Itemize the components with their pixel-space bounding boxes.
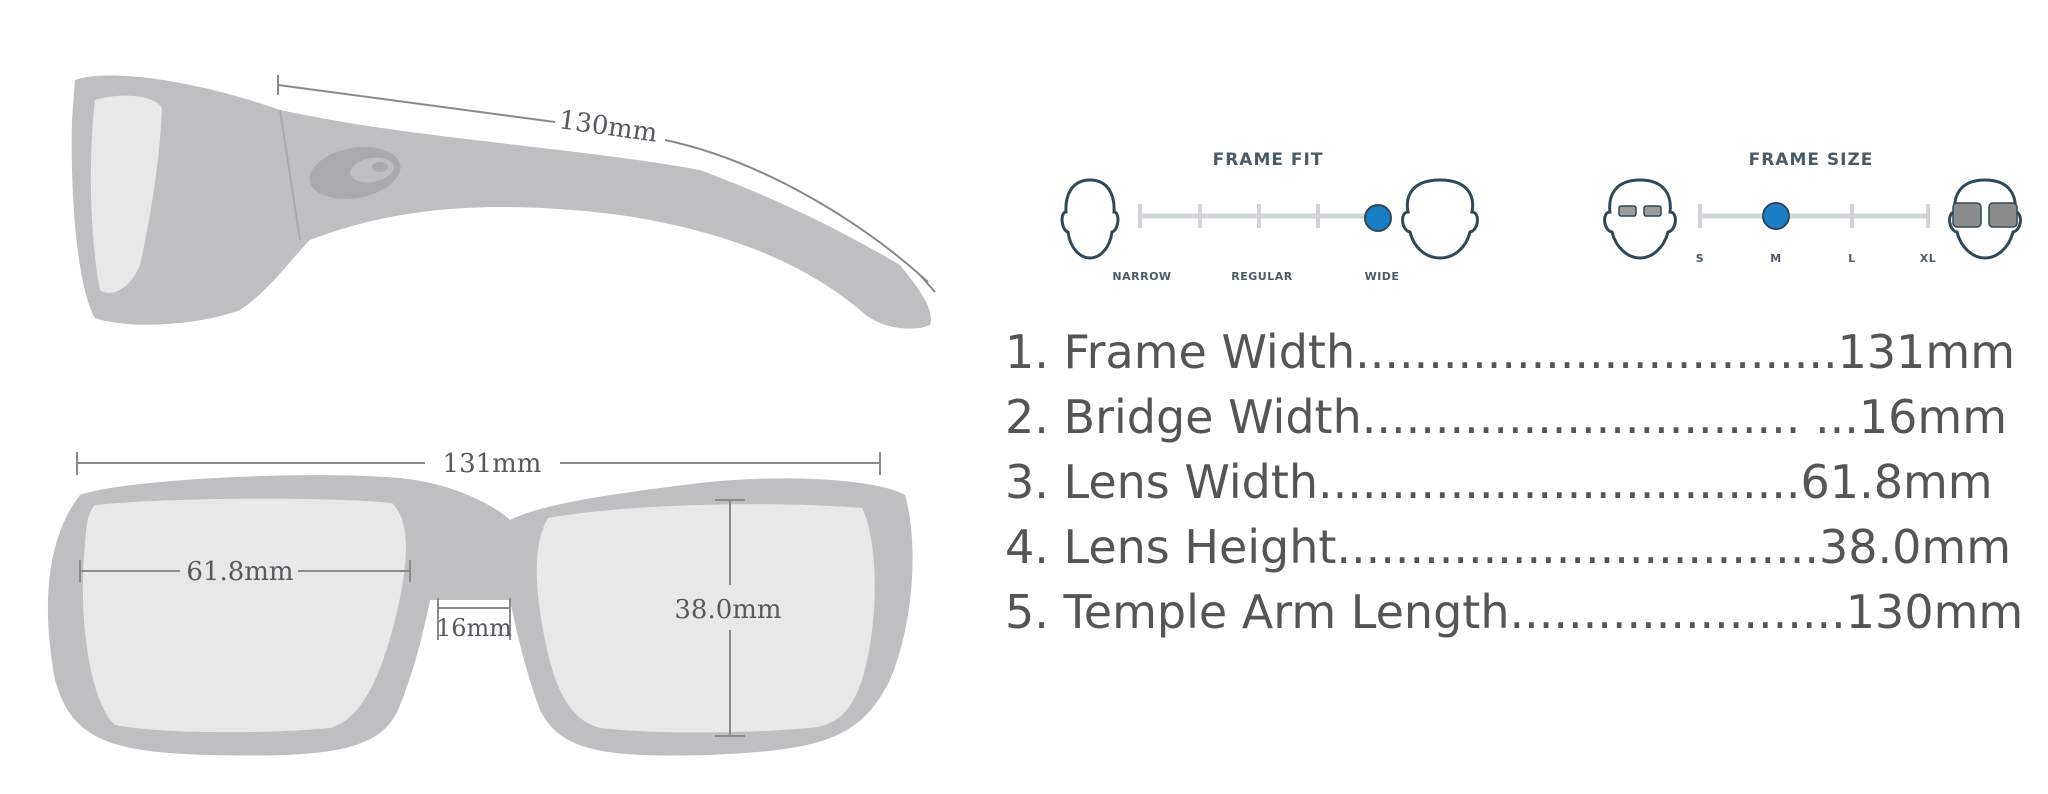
frame-size-label-m: M — [1770, 252, 1781, 265]
spec-frame-width: 1. Frame Width..........................… — [1005, 325, 2016, 379]
frame-fit-selected-marker — [1364, 204, 1392, 232]
temple-dim-tick-end — [919, 274, 936, 293]
wide-face-icon — [1401, 178, 1479, 260]
frame-size-label-l: L — [1848, 252, 1856, 265]
frame-size-title: FRAME SIZE — [1749, 150, 1874, 170]
frame-fit-title: FRAME FIT — [1213, 150, 1324, 170]
bridge-width-label: 16mm — [436, 614, 512, 642]
spec-lens-width: 3. Lens Width...........................… — [1005, 455, 1993, 509]
frame-size-scale: FRAME SIZE S M L XL — [1603, 150, 2022, 265]
side-view-frame — [71, 75, 931, 329]
temple-dim-line-right — [664, 139, 929, 283]
spec-list: 1. Frame Width..........................… — [1005, 320, 2024, 645]
side-view-hinge-line — [279, 109, 301, 241]
spec-bridge-width: 2. Bridge Width.........................… — [1005, 390, 2008, 444]
frame-fit-scale: FRAME FIT NARROW REGULAR WIDE — [1060, 150, 1479, 283]
large-glasses-face-icon — [1948, 178, 2022, 260]
frame-size-selected-marker — [1762, 202, 1790, 230]
lens-width-label: 61.8mm — [186, 557, 293, 587]
logo-icon — [309, 147, 401, 199]
frame-size-label-xl: XL — [1920, 252, 1937, 265]
frame-fit-label-narrow: NARROW — [1112, 270, 1171, 283]
spec-temple-arm-length: 5. Temple Arm Length....................… — [1005, 585, 2024, 639]
side-view-lens — [90, 95, 162, 293]
front-view-illustration: 131mm 61.8mm 16mm 38.0mm — [47, 449, 913, 756]
small-glasses-face-icon — [1603, 178, 1677, 260]
frame-fit-label-wide: WIDE — [1365, 270, 1400, 283]
frame-fit-label-regular: REGULAR — [1231, 270, 1292, 283]
left-lens — [82, 498, 406, 733]
temple-length-label: 130mm — [557, 105, 659, 148]
narrow-face-icon — [1060, 178, 1120, 260]
frame-width-label: 131mm — [443, 449, 542, 479]
temple-dim-line-left — [277, 84, 556, 123]
side-view-illustration: 130mm — [71, 75, 936, 329]
frame-size-label-s: S — [1696, 252, 1704, 265]
lens-height-label: 38.0mm — [674, 595, 781, 625]
right-lens — [536, 504, 875, 733]
spec-lens-height: 4. Lens Height..........................… — [1005, 520, 2012, 574]
